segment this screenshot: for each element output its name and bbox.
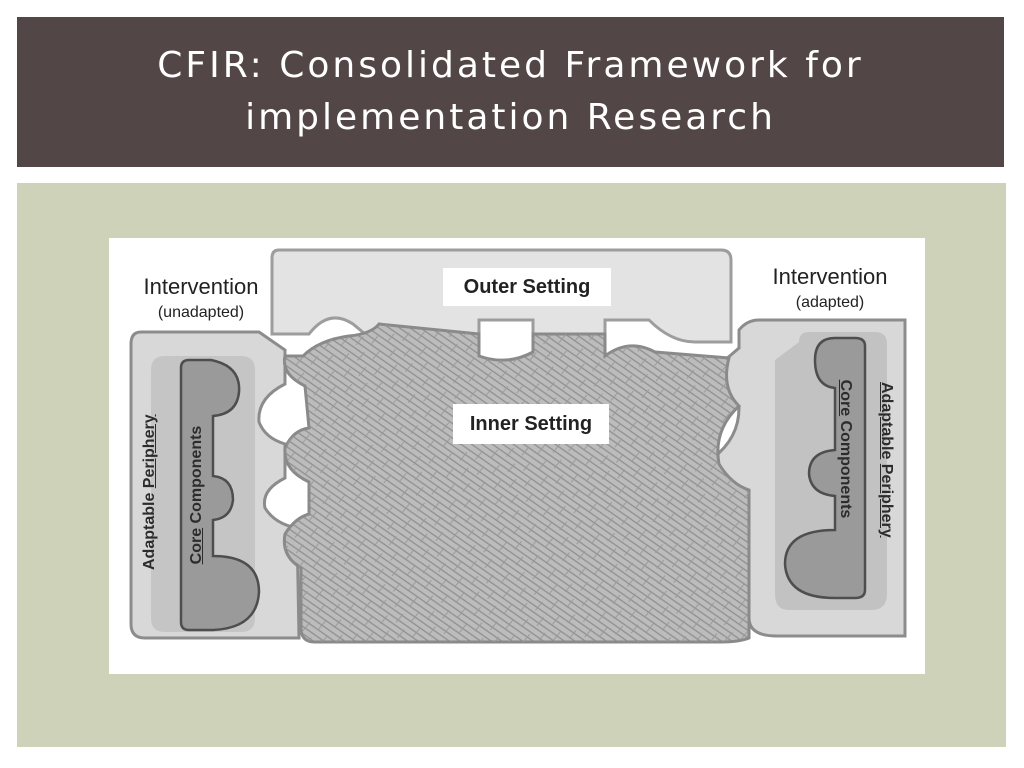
left-periphery-prefix: Adaptable [141, 488, 158, 570]
slide-title-line-2: implementation Research [245, 97, 776, 138]
cfir-diagram-shapes [129, 248, 907, 644]
slide-title-band: CFIR: Consolidated Framework for impleme… [17, 17, 1004, 167]
left-core-components-label: Core Components [188, 425, 206, 565]
left-core-underlined: Core [188, 527, 205, 565]
slide-title-line-1: CFIR: Consolidated Framework for [157, 45, 864, 86]
right-core-components-shape [783, 336, 867, 600]
right-core-underlined: Core [837, 379, 854, 417]
left-adaptable-periphery-label: Adaptable Periphery [141, 414, 159, 570]
right-adaptable-periphery-label: Adaptable Periphery [877, 382, 895, 538]
inner-setting-label: Inner Setting [453, 404, 609, 444]
right-periphery-underlined-1: Adaptable [878, 382, 895, 460]
right-core-suffix: Components [837, 416, 854, 519]
right-intervention-heading: Intervention [772, 264, 888, 289]
left-core-suffix: Components [188, 425, 205, 528]
right-intervention-subheading: (adapted) [795, 294, 865, 311]
cfir-diagram: Outer Setting Inner Setting Intervention… [109, 238, 925, 674]
outer-setting-label: Outer Setting [443, 268, 611, 306]
inner-setting-texture [284, 324, 749, 642]
right-periphery-underlined-2: Periphery [878, 463, 895, 538]
right-core-components-label: Core Components [836, 379, 854, 519]
left-core-components-shape [179, 358, 261, 632]
left-intervention-subheading: (unadapted) [157, 304, 245, 321]
left-intervention-heading: Intervention [143, 274, 259, 299]
left-periphery-underlined: Periphery [141, 414, 158, 489]
